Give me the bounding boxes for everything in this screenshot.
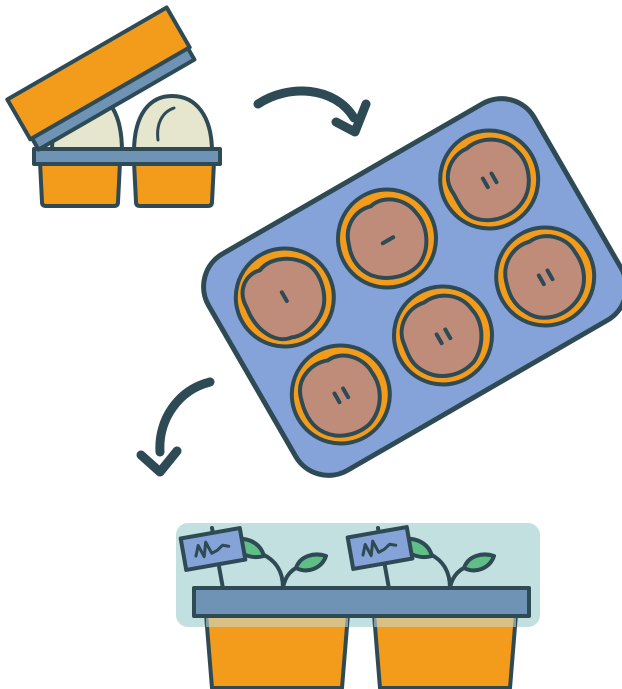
egg-right bbox=[134, 96, 212, 152]
seedling-planters-icon bbox=[176, 523, 540, 688]
carton-cup-right bbox=[134, 162, 214, 206]
egg-carton-icon bbox=[7, 7, 220, 206]
seed-tray-icon bbox=[190, 85, 622, 490]
carton-rim bbox=[34, 149, 220, 164]
carton-cup-left bbox=[40, 162, 120, 206]
curved-arrow-down-icon bbox=[141, 382, 210, 472]
curved-arrow-right-icon bbox=[258, 91, 366, 132]
planter-rim bbox=[194, 588, 529, 616]
